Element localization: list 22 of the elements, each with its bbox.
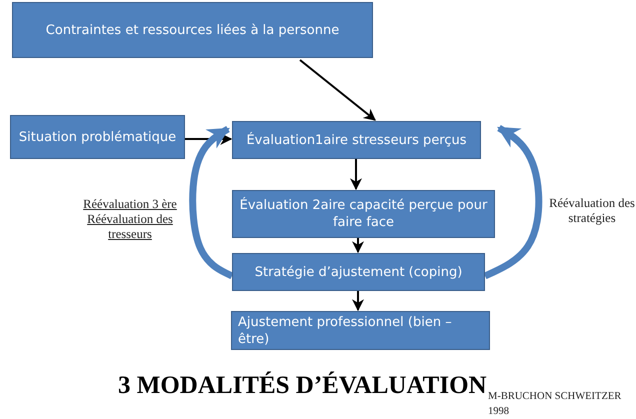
- box-text: Ajustement professionnel (bien – être): [238, 314, 453, 348]
- arrow: [352, 291, 364, 312]
- annotation: Réévaluation 3 ère Réévaluation des tresseurs: [82, 197, 178, 242]
- arrow: [299, 59, 376, 121]
- process-box: [232, 121, 481, 159]
- annotation: Réévaluation des stratégies: [548, 196, 636, 226]
- box-text: Stratégie d’ajustement (coping): [254, 264, 462, 280]
- box-text: Évaluation1aire stresseurs perçus: [246, 132, 467, 148]
- arrow: [350, 159, 362, 190]
- box-text: Évaluation 2aire capacité perçue pour faire face: [239, 197, 488, 231]
- citation: M-BRUCHON SCHWEITZER 1998: [488, 390, 622, 419]
- process-box: [231, 311, 490, 350]
- box-text: Contraintes et ressources liées à la personne: [46, 22, 340, 38]
- curved-arrow: [189, 126, 234, 280]
- curved-arrow: [484, 124, 542, 280]
- box-text: Situation problématique: [18, 128, 176, 146]
- title: 3 MODALITÉS D’ÉVALUATION: [118, 372, 487, 400]
- process-box: [232, 253, 485, 291]
- process-box: [232, 190, 495, 238]
- process-box: [12, 2, 373, 58]
- arrow: [352, 238, 364, 254]
- process-box: [10, 115, 185, 159]
